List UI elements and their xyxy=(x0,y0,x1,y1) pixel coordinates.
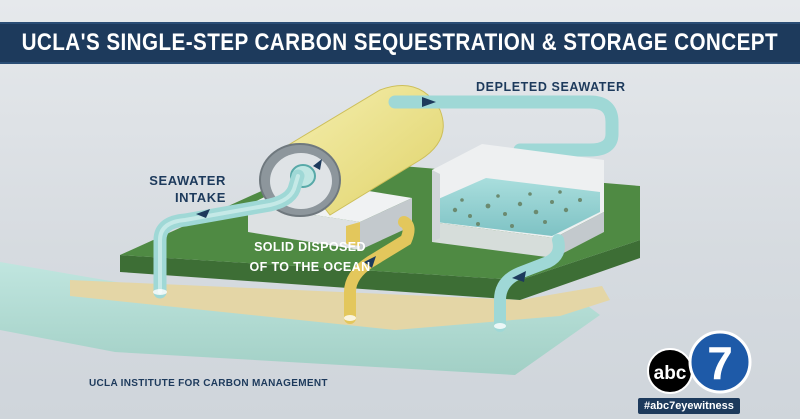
intake-arrow-1 xyxy=(196,209,210,218)
reactor-support-side xyxy=(360,198,412,250)
outflow-arrow xyxy=(512,271,526,282)
page-title: UCLA'S SINGLE-STEP CARBON SEQUESTRATION … xyxy=(21,29,779,56)
source-credit: UCLA INSTITUTE FOR CARBON MANAGEMENT xyxy=(89,378,328,389)
support-sediment xyxy=(346,222,360,246)
tank-front-wall xyxy=(432,222,554,258)
seven-logo-text: 7 xyxy=(707,337,733,389)
seawater-intake-label: SEAWATER INTAKE xyxy=(116,172,226,206)
intake-arrow-2 xyxy=(313,159,322,170)
intake-label-line1: SEAWATER xyxy=(149,173,226,188)
solid-label-line1: SOLID DISPOSED xyxy=(254,240,366,254)
intake-label-line2: INTAKE xyxy=(174,190,226,205)
intake-pipe-highlight xyxy=(158,174,300,294)
solid-arrow xyxy=(364,256,376,268)
tank-outflow-pipe xyxy=(494,234,565,332)
sand-layer xyxy=(70,280,610,330)
tank-left-wall xyxy=(432,170,440,242)
title-banner: UCLA'S SINGLE-STEP CARBON SEQUESTRATION … xyxy=(0,22,800,64)
outflow-pipe-cap xyxy=(494,323,506,329)
intake-pipe-cap xyxy=(153,289,167,295)
depleted-arrow xyxy=(422,97,436,107)
solid-pipe-cap xyxy=(344,315,356,321)
depleted-pipe xyxy=(388,95,619,157)
solid-disposal-label: SOLID DISPOSED OF TO THE OCEAN xyxy=(210,237,410,277)
depleted-seawater-label: DEPLETED SEAWATER xyxy=(476,80,626,94)
solid-label-line2: OF TO THE OCEAN xyxy=(249,260,371,274)
tank-side-wall xyxy=(554,212,604,258)
abc7-logo: abc 7 xyxy=(647,330,752,394)
tank-sediment xyxy=(452,190,582,228)
hashtag-badge: #abc7eyewitness xyxy=(638,398,740,414)
abc-logo-text: abc xyxy=(654,363,687,384)
seven-circle xyxy=(688,330,752,394)
reactor-support-front xyxy=(248,205,360,250)
